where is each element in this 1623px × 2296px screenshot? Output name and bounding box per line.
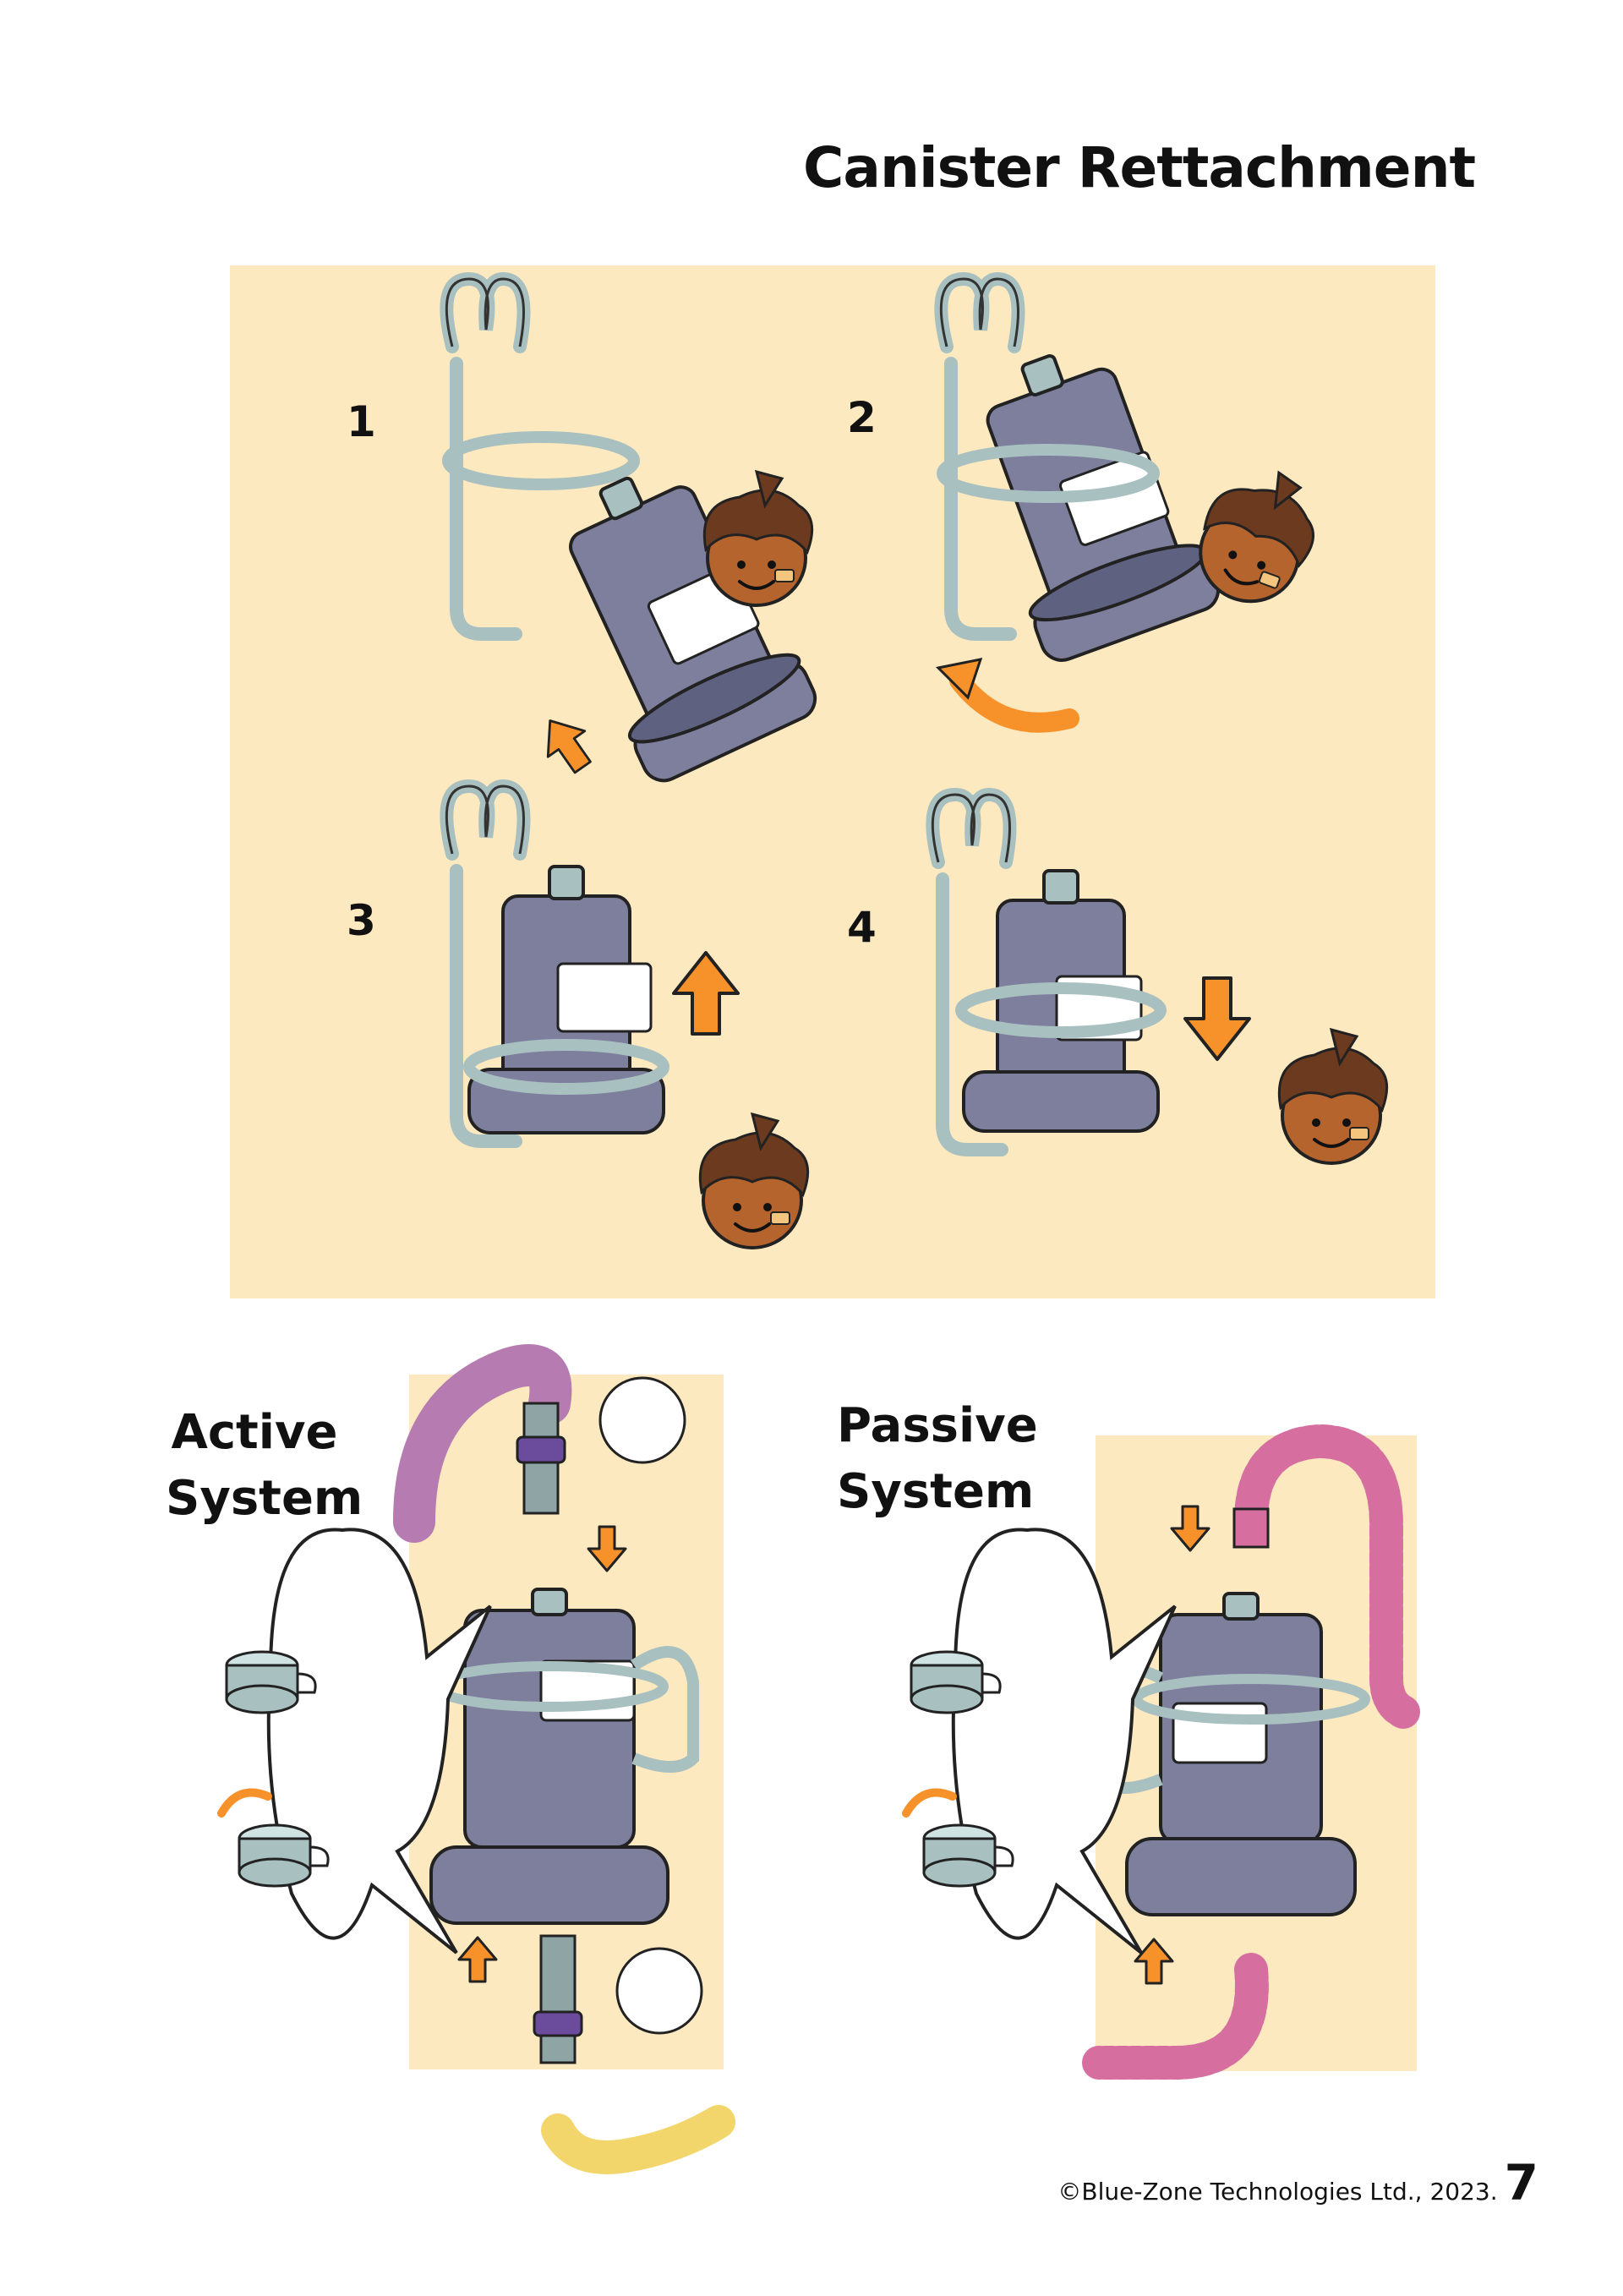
step-3-character [698,1112,810,1249]
step-1-illustration [442,279,824,790]
step-number-4: 4 [847,903,877,952]
step-4-ring [955,982,1167,1038]
step-1-character [702,470,814,607]
page-number: 7 [1504,2154,1538,2211]
active-top-hose [393,1344,572,1543]
active-up-arrow [457,1936,498,1983]
active-system-label: Active System [166,1400,363,1532]
step-2-curved-arrow [949,670,1079,733]
step-4-canister [962,869,1160,1133]
step-3-illustration [446,786,810,1249]
step-4-arrow-down [1183,976,1251,1061]
passive-label-line1: Passive [837,1398,1038,1453]
passive-system-illustration [902,1424,1420,2080]
active-top-bubble [598,1376,686,1464]
passive-ring [1132,1674,1370,1725]
step-number-2: 2 [847,393,877,442]
active-label-line2: System [166,1471,363,1526]
step-number-1: 1 [347,397,376,446]
step-2-illustration [937,279,1333,733]
step-4-character [1277,1028,1389,1165]
active-bottom-hose [541,2105,735,2174]
passive-system-label: Passive System [837,1393,1038,1525]
active-label-line1: Active [171,1405,338,1460]
active-system-illustration [217,1344,735,2174]
active-down-arrow [587,1525,627,1572]
passive-down-arrow [1170,1505,1210,1552]
step-2-ring [937,444,1160,503]
page-title: Canister Rettachment [803,135,1476,200]
active-bottom-connector [539,1934,577,2064]
step-3-ring [463,1039,669,1095]
steps-panel [230,265,1435,1298]
step-number-3: 3 [347,896,376,945]
passive-top-hose [1234,1424,1420,1729]
active-bottom-bubble [615,1947,703,2035]
footer: ©Blue-Zone Technologies Ltd., 2023.7 [1057,2154,1538,2211]
passive-up-arrow [1134,1938,1174,1985]
passive-label-line2: System [837,1464,1035,1519]
active-rotate-arrow [217,1788,272,1818]
step-3-arrow-up [672,951,740,1036]
step-1-ring [442,431,640,490]
copyright-text: ©Blue-Zone Technologies Ltd., 2023. [1057,2178,1498,2206]
passive-bottom-hose [1082,1953,1269,2080]
passive-rotate-arrow [902,1788,957,1818]
step-1-arrow [530,706,603,782]
step-4-illustration [932,795,1389,1165]
